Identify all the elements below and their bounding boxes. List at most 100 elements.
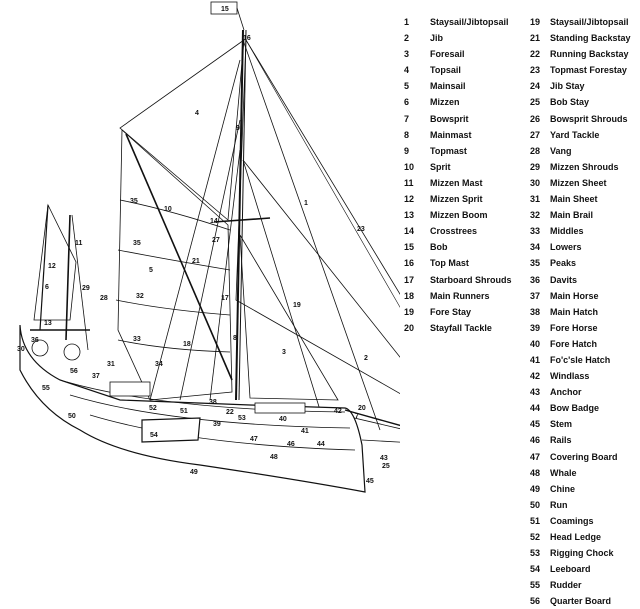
- diagram-label-56: 56: [70, 368, 78, 375]
- diagram-label-38: 38: [209, 399, 217, 406]
- diagram-label-48: 48: [270, 454, 278, 461]
- diagram-label-28: 28: [100, 295, 108, 302]
- diagram-label-8: 8: [233, 335, 237, 342]
- diagram-label-32: 32: [136, 293, 144, 300]
- diagram-label-17: 17: [221, 295, 229, 302]
- diagram-label-2: 2: [364, 355, 368, 362]
- diagram-label-9: 9: [236, 125, 240, 132]
- diagram-label-45: 45: [366, 478, 374, 485]
- diagram-label-39: 39: [213, 421, 221, 428]
- diagram-label-12: 12: [48, 263, 56, 270]
- diagram-label-23: 23: [357, 226, 365, 233]
- diagram-label-19: 19: [293, 302, 301, 309]
- diagram-label-36: 36: [31, 337, 39, 344]
- diagram-label-55: 55: [42, 385, 50, 392]
- diagram-label-5: 5: [149, 267, 153, 274]
- diagram-label-54: 54: [150, 432, 158, 439]
- diagram-label-7: 7: [355, 413, 359, 420]
- diagram-label-53: 53: [238, 415, 246, 422]
- diagram-label-1: 1: [304, 200, 308, 207]
- diagram-label-42: 42: [334, 408, 342, 415]
- diagram-label-27: 27: [212, 237, 220, 244]
- diagram-label-44: 44: [317, 441, 325, 448]
- diagram-label-47: 47: [250, 436, 258, 443]
- diagram-label-11: 11: [75, 240, 83, 247]
- diagram-label-6: 6: [45, 284, 49, 291]
- diagram-label-41: 41: [301, 428, 309, 435]
- diagram-label-30: 30: [17, 346, 25, 353]
- diagram-label-10: 10: [164, 206, 172, 213]
- rigging-lines: [19, 1, 400, 493]
- diagram-label-4: 4: [195, 110, 199, 117]
- diagram-label-20: 20: [358, 405, 366, 412]
- diagram-label-35: 35: [130, 198, 138, 205]
- diagram-label-16: 16: [243, 35, 251, 42]
- diagram-number-labels: 1 2 3 4 5 6 7 8 9 10 11 12 13 14 15 16 1…: [17, 6, 390, 485]
- sailing-barge-diagram: 1 2 3 4 5 6 7 8 9 10 11 12 13 14 15 16 1…: [17, 1, 400, 493]
- diagram-label-22: 22: [226, 409, 234, 416]
- diagram-label-34: 34: [155, 361, 163, 368]
- diagram-label-13: 13: [44, 320, 52, 327]
- diagram-label-21: 21: [192, 258, 200, 265]
- diagram-label-52: 52: [149, 405, 157, 412]
- diagram-label-18: 18: [183, 341, 191, 348]
- diagram-label-33: 33: [133, 336, 141, 343]
- diagram-label-25: 25: [382, 463, 390, 470]
- diagram-label-37: 37: [92, 373, 100, 380]
- diagram-label-46: 46: [287, 441, 295, 448]
- diagram-label-43: 43: [380, 455, 388, 462]
- diagram-label-31: 31: [107, 361, 115, 368]
- diagram-label-49: 49: [190, 469, 198, 476]
- diagram-label-14: 14: [210, 218, 218, 225]
